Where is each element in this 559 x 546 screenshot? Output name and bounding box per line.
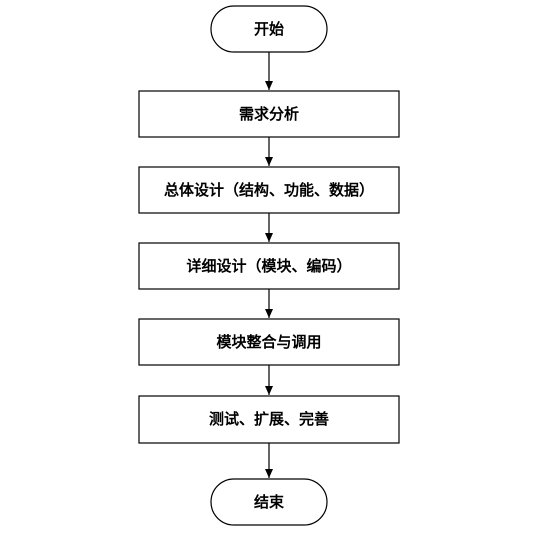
end-node-label: 结束: [254, 493, 285, 511]
process-step-label: 需求分析: [239, 105, 299, 123]
process-step: 总体设计（结构、功能、数据）: [138, 166, 400, 214]
end-node-shape: [210, 478, 328, 526]
process-step-label: 总体设计（结构、功能、数据）: [164, 181, 374, 199]
process-step-label: 详细设计（模块、编码）: [186, 257, 351, 275]
start-node: 开始: [210, 5, 328, 53]
process-step-label: 模块整合与调用: [216, 333, 321, 351]
process-step: 详细设计（模块、编码）: [138, 242, 400, 290]
process-step-box: [138, 395, 400, 444]
process-step-box: [138, 242, 400, 290]
process-step: 测试、扩展、完善: [138, 395, 400, 444]
start-node-label: 开始: [254, 20, 284, 38]
process-step: 需求分析: [138, 90, 400, 138]
process-step: 模块整合与调用: [138, 318, 400, 366]
process-step-box: [138, 90, 400, 138]
process-step-box: [138, 318, 400, 366]
end-node: 结束: [210, 478, 328, 526]
process-step-label: 测试、扩展、完善: [209, 410, 329, 428]
